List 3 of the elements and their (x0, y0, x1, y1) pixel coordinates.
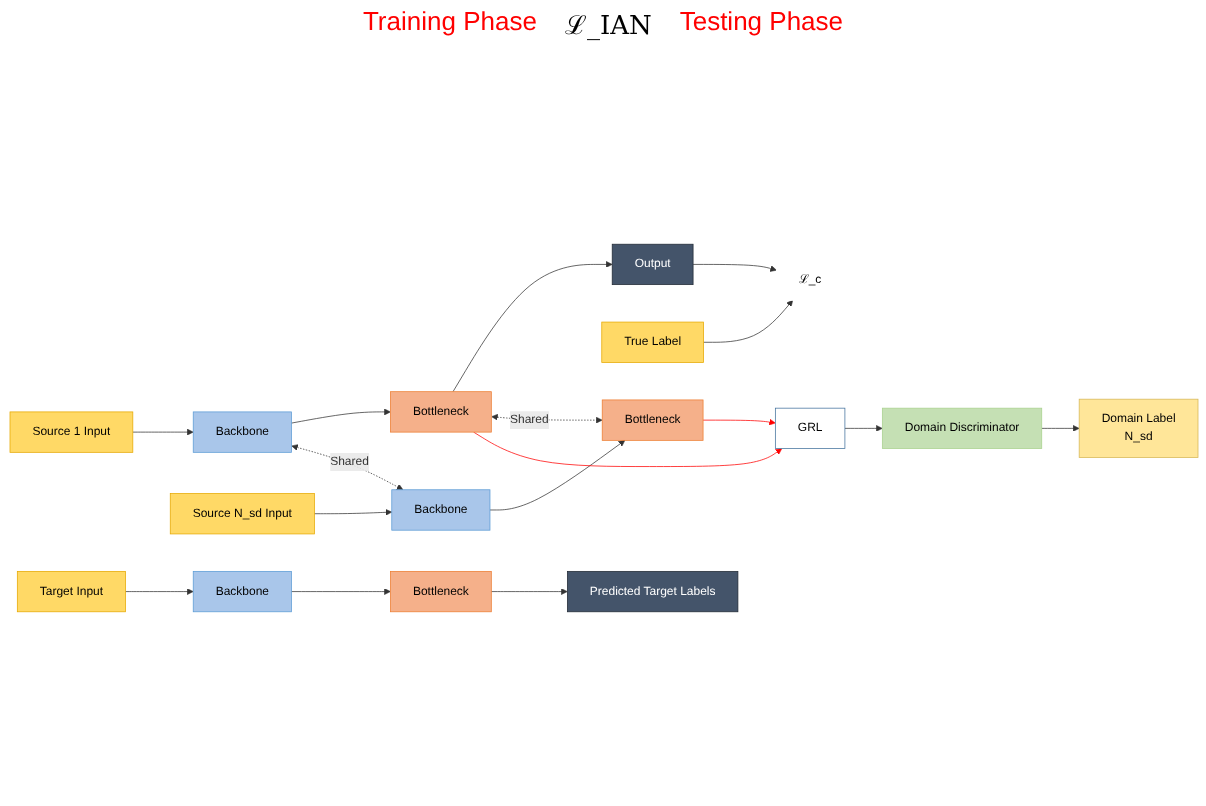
loss-symbol: ℒ_IAN (564, 10, 652, 42)
phase-label: Testing Phase (679, 6, 844, 40)
phase-label: Training Phase (362, 6, 537, 40)
